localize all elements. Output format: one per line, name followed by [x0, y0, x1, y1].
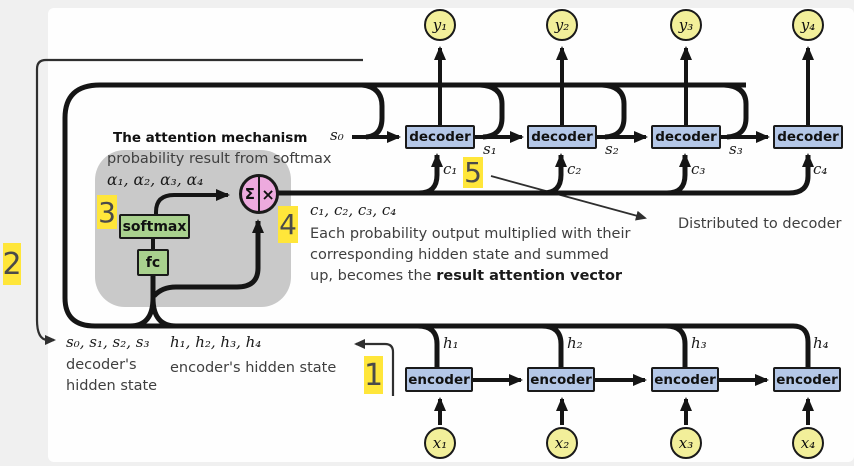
- y4-node: y₄: [792, 9, 824, 41]
- distributed-pointer-line: [490, 175, 647, 221]
- attention-note-line3-text: up, becomes the: [310, 268, 437, 284]
- step-1-marker: 1: [363, 356, 384, 394]
- attention-heading: The attention mechanism: [113, 130, 308, 146]
- s2-label: s₂: [605, 140, 619, 158]
- h3-branch: [665, 323, 688, 367]
- decoder-states-caption-line2: hidden state: [66, 378, 158, 394]
- x2-node: x₂: [546, 427, 578, 459]
- rail-hook-s3: [723, 82, 749, 140]
- encoder-states-caption: encoder's hidden state: [170, 360, 337, 376]
- fc-stem-right: [150, 276, 177, 329]
- h3-label: h₃: [691, 334, 707, 352]
- softmax-box: softmax: [119, 214, 190, 239]
- s0-label: s₀: [330, 126, 344, 144]
- y2-node: y₂: [546, 9, 578, 41]
- c2-branch-arrow: [542, 153, 567, 196]
- h1-label: h₁: [443, 334, 459, 352]
- fc-box: fc: [137, 249, 169, 276]
- y3-node: y₃: [670, 9, 702, 41]
- decoder4-box: decoder: [773, 125, 843, 149]
- state-collection-loop: [62, 82, 811, 367]
- y1-node: y₁: [424, 9, 456, 41]
- context-rail: [278, 153, 814, 196]
- rail-hook-s1: [479, 82, 505, 140]
- h2-label: h₂: [567, 334, 583, 352]
- context-list-label: c₁, c₂, c₃, c₄: [310, 201, 397, 219]
- decoder1-box: decoder: [405, 125, 475, 149]
- x1-node: x₁: [424, 427, 456, 459]
- c1-label: c₁: [443, 160, 458, 178]
- c3-label: c₃: [691, 160, 706, 178]
- rail-hook-s2: [601, 82, 627, 140]
- s1-label: s₁: [483, 140, 497, 158]
- decoder3-box: decoder: [651, 125, 721, 149]
- x3-node: x₃: [670, 427, 702, 459]
- step-4-marker: 4: [278, 206, 298, 243]
- alpha-list-label: α₁, α₂, α₃, α₄: [107, 171, 204, 189]
- c2-label: c₂: [567, 160, 582, 178]
- encoder2-box: encoder: [527, 367, 595, 392]
- decoder2-box: decoder: [527, 125, 597, 149]
- distributed-label: Distributed to decoder: [678, 216, 842, 232]
- c4-label: c₄: [813, 160, 828, 178]
- attention-note-line3-bold: result attention vector: [436, 268, 623, 284]
- sum-multiply-node: Σ ×: [239, 174, 279, 214]
- h2-branch: [541, 323, 564, 367]
- rail-hook-decoder1-input: [361, 82, 385, 140]
- fc-stem-left: [129, 297, 156, 329]
- encoder4-box: encoder: [773, 367, 841, 392]
- attention-note-line3: up, becomes the result attention vector: [310, 268, 622, 284]
- c1-branch-arrow: [418, 153, 443, 196]
- c3-branch-arrow: [666, 153, 691, 196]
- multiply-symbol: ×: [261, 184, 275, 204]
- node-divider: [257, 177, 261, 211]
- sum-symbol: Σ: [244, 185, 255, 203]
- encoder-states-label: h₁, h₂, h₃, h₄: [170, 333, 262, 351]
- encoder1-box: encoder: [405, 367, 473, 392]
- s3-label: s₃: [729, 140, 743, 158]
- encoder-state-pointer-line: [354, 339, 395, 396]
- step-3-marker: 3: [97, 195, 117, 229]
- encoder3-box: encoder: [651, 367, 719, 392]
- step-5-marker: 5: [463, 156, 483, 189]
- decoder-state-feedback-line: [35, 58, 363, 345]
- decoder-states-label: s₀, s₁, s₂, s₃: [66, 333, 150, 351]
- attention-note-line2: corresponding hidden state and summed: [310, 247, 609, 263]
- attention-note-line1: Each probability output multiplied with …: [310, 226, 631, 242]
- step-2-marker: 2: [2, 243, 22, 285]
- hidden-to-multiply-arrow: [152, 219, 264, 298]
- x4-node: x₄: [792, 427, 824, 459]
- softmax-to-sum-arrow: [154, 189, 230, 214]
- attention-subheading: probability result from softmax: [107, 151, 332, 167]
- decoder-states-caption-line1: decoder's: [66, 357, 137, 373]
- h4-label: h₄: [813, 334, 829, 352]
- h1-branch: [417, 323, 440, 367]
